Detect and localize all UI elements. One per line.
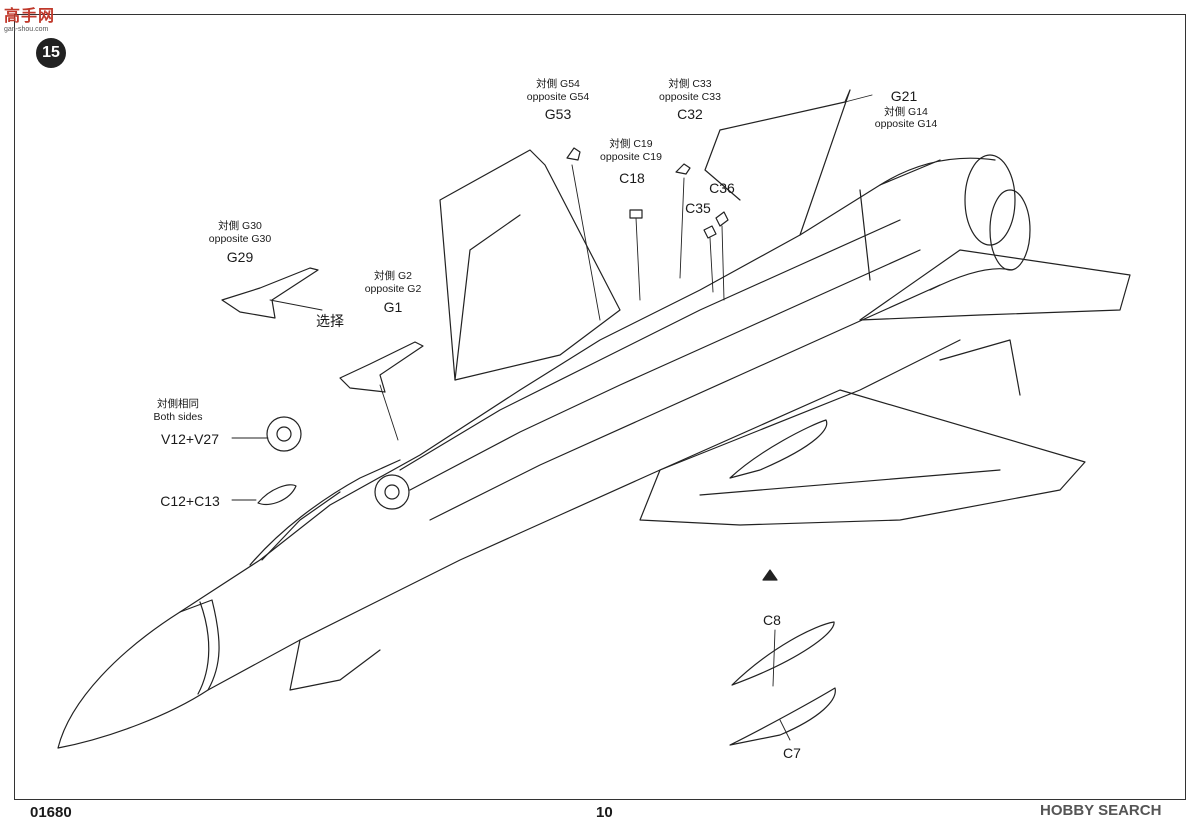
watermark: HOBBY SEARCH — [1040, 802, 1162, 819]
fuselage-upper — [179, 159, 941, 613]
site-logo-text: 高手网 — [4, 8, 56, 25]
left-wing-flap — [454, 214, 521, 381]
callout-c19-en: opposite C19 — [600, 151, 662, 163]
pod-c7 — [729, 687, 836, 746]
horizontal-stabilizer — [859, 249, 1131, 321]
missile-g29 — [221, 267, 319, 319]
spine-line-3 — [429, 284, 941, 521]
callout-c33-en: opposite C33 — [659, 91, 721, 103]
callout-g2-cn: 対側 G2 — [374, 270, 412, 282]
ventral-intake — [289, 639, 381, 691]
spine-line-1 — [399, 219, 901, 471]
part-c35 — [703, 225, 717, 239]
callout-g30-en: opposite G30 — [208, 233, 272, 245]
tail-fin-left — [704, 89, 851, 236]
engine-nozzle-upper — [964, 154, 1016, 246]
part-label-c12-c13: C12+C13 — [160, 493, 220, 509]
nose-cone-ring — [197, 601, 210, 695]
site-logo: 高手网 gan-shou.com — [4, 2, 55, 33]
pod-c8 — [731, 621, 835, 686]
step-number-badge: 15 — [36, 38, 66, 68]
part-label-g1: G1 — [383, 299, 403, 315]
leader-lines — [231, 94, 873, 741]
wheel-v12-hub — [276, 426, 292, 442]
part-label-c8: C8 — [763, 612, 781, 628]
callout-c19-cn: 対側 C19 — [609, 138, 653, 150]
fuselage-lower — [207, 339, 961, 691]
left-wing — [439, 149, 621, 381]
part-label-c7: C7 — [783, 745, 801, 761]
tail-fin-right — [859, 189, 871, 281]
callout-c33-cn: 対側 C33 — [668, 78, 712, 90]
part-g53 — [566, 147, 581, 161]
spine-line-2 — [409, 249, 921, 491]
right-wing — [639, 389, 1086, 526]
part-c36 — [715, 211, 729, 227]
right-wing-edge — [699, 469, 1001, 496]
callout-both-cn: 対側相同 — [157, 398, 199, 410]
page-frame — [14, 14, 1186, 800]
site-logo-url: gan-shou.com — [4, 26, 49, 33]
wheel-v12 — [266, 416, 302, 452]
part-c32 — [675, 163, 691, 175]
callout-g54-en: opposite G54 — [526, 91, 590, 103]
drop-tank — [729, 419, 828, 479]
nose-cone — [57, 599, 220, 749]
engine-nozzle-lower — [989, 189, 1031, 271]
product-code: 01680 — [30, 804, 72, 821]
main-wheel-hub — [384, 484, 400, 500]
part-label-c35: C35 — [685, 200, 711, 216]
part-label-c18: C18 — [619, 170, 645, 186]
stabilizer-lower — [939, 339, 1021, 396]
engine-nacelle — [879, 157, 1013, 291]
callout-g30-cn: 対側 G30 — [218, 220, 262, 232]
missile-g1 — [339, 341, 424, 393]
page-number: 10 — [596, 804, 613, 821]
forward-arrow — [762, 569, 778, 581]
part-label-g29: G29 — [226, 249, 254, 265]
main-wheel — [374, 474, 410, 510]
part-label-v12-v27: V12+V27 — [161, 431, 219, 447]
cockpit-sill — [249, 459, 401, 566]
choose-label: 选择 — [316, 313, 344, 329]
callout-g14-cn: 対側 G14 — [884, 106, 928, 118]
part-label-c36: C36 — [709, 180, 735, 196]
callout-g14-en: opposite G14 — [874, 118, 938, 130]
callout-both-en: Both sides — [153, 411, 203, 423]
callout-g54-cn: 対側 G54 — [536, 78, 580, 90]
part-label-g21: G21 — [890, 88, 918, 104]
callout-g2-en: opposite G2 — [364, 283, 422, 295]
gear-door-c12 — [257, 484, 297, 506]
cockpit-rim — [261, 491, 341, 561]
part-c18 — [629, 209, 643, 219]
part-label-c32: C32 — [677, 106, 703, 122]
part-label-g53: G53 — [544, 106, 572, 122]
